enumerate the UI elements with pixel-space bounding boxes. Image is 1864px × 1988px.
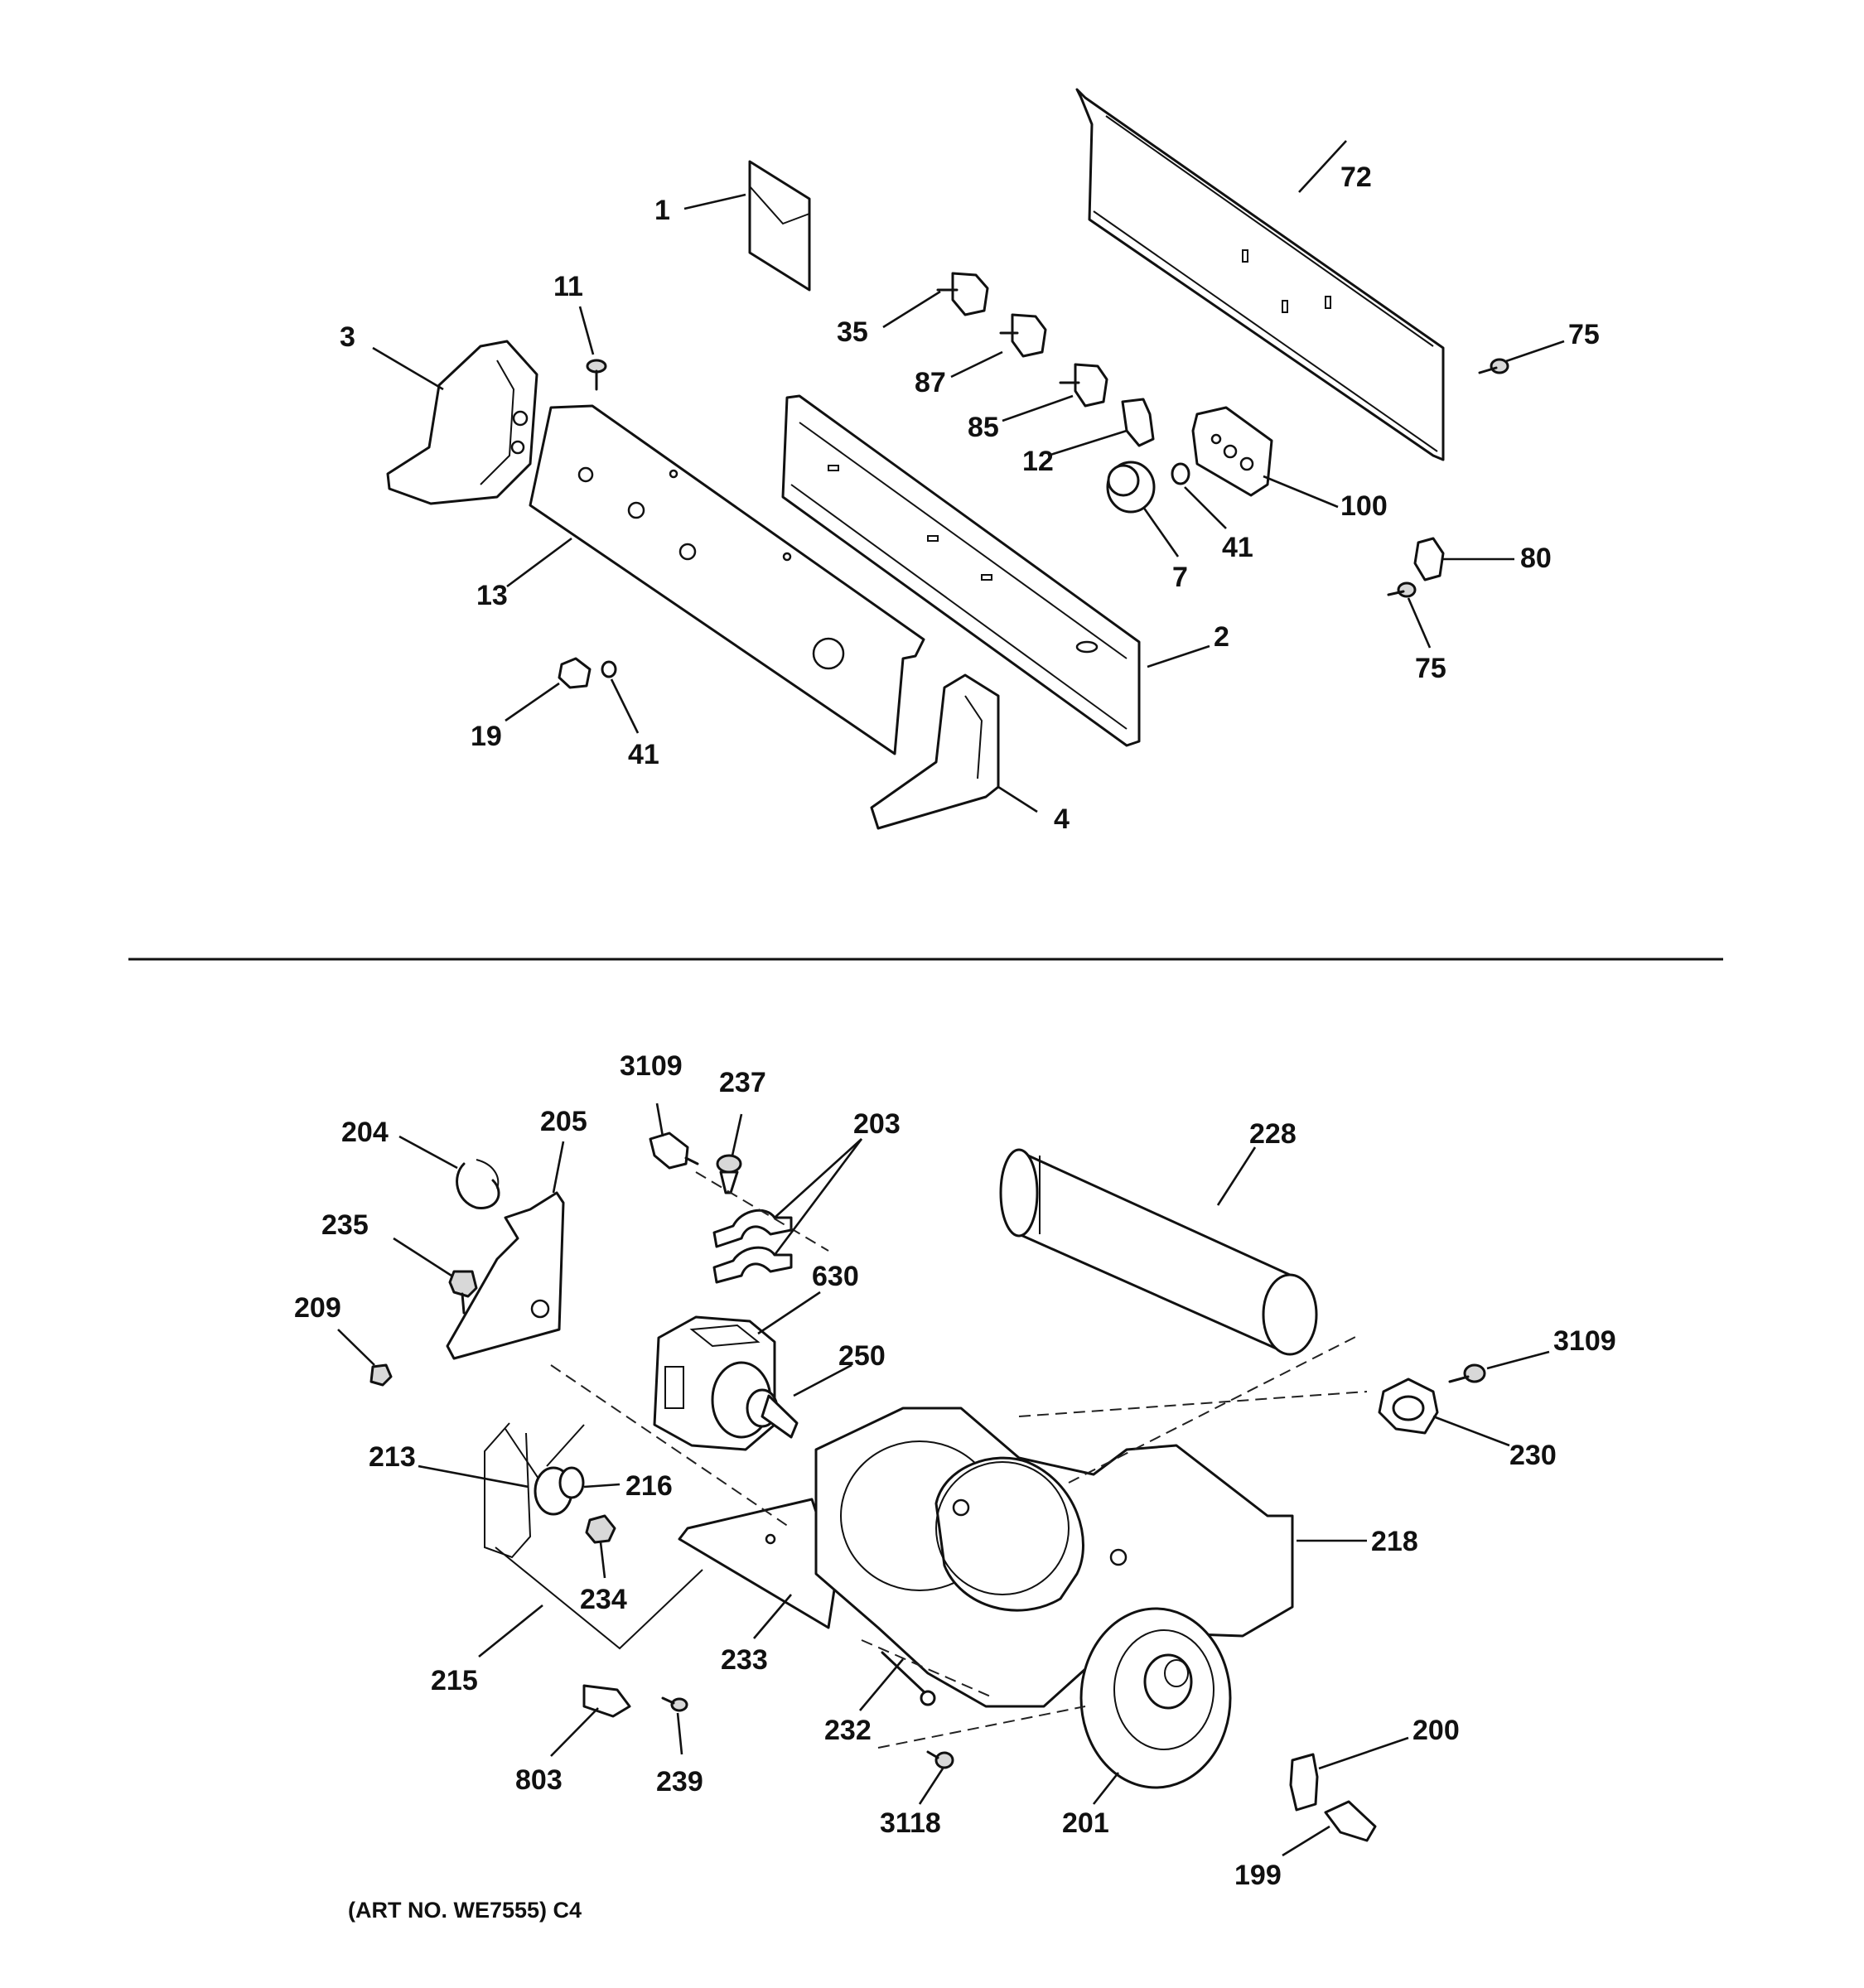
callout-85: 85 bbox=[968, 412, 999, 443]
part-233-base-plate[interactable] bbox=[678, 1498, 838, 1629]
part-19-lens[interactable] bbox=[558, 657, 592, 689]
part-204-clip[interactable] bbox=[456, 1159, 500, 1209]
part-2-console-frame[interactable] bbox=[781, 394, 1141, 747]
upper-callout-labels: 1 72 11 3 35 75 87 85 12 100 13 7 41 80 … bbox=[340, 162, 1600, 835]
callout-209: 209 bbox=[294, 1292, 341, 1324]
part-201-blower-wheel[interactable] bbox=[1079, 1607, 1232, 1789]
callout-200: 200 bbox=[1412, 1715, 1460, 1746]
part-12-bracket[interactable] bbox=[1121, 398, 1155, 447]
callout-100: 100 bbox=[1340, 490, 1388, 522]
part-72-back-panel[interactable] bbox=[1075, 88, 1445, 461]
assembly-dashed-lines bbox=[550, 1171, 1368, 1749]
callout-250: 250 bbox=[838, 1340, 886, 1372]
part-41-clip-left[interactable] bbox=[601, 660, 617, 678]
callout-218: 218 bbox=[1371, 1526, 1418, 1557]
part-250-shaft[interactable] bbox=[746, 1388, 799, 1439]
callout-12: 12 bbox=[1022, 446, 1054, 477]
part-215-idler-rod[interactable] bbox=[495, 1546, 703, 1650]
callout-215: 215 bbox=[431, 1665, 478, 1696]
part-100-timer[interactable] bbox=[1191, 406, 1273, 497]
callout-630: 630 bbox=[812, 1261, 859, 1292]
part-3-left-endcap[interactable] bbox=[386, 340, 538, 505]
callout-213: 213 bbox=[369, 1441, 416, 1473]
callout-3118: 3118 bbox=[880, 1807, 941, 1839]
callout-234: 234 bbox=[580, 1584, 627, 1615]
callout-87: 87 bbox=[915, 367, 946, 398]
part-209-nut[interactable] bbox=[369, 1363, 393, 1387]
part-203-clamp-lower[interactable] bbox=[712, 1246, 793, 1284]
lower-assembly bbox=[337, 1103, 1550, 1857]
callout-230: 230 bbox=[1509, 1440, 1557, 1471]
callout-228: 228 bbox=[1249, 1118, 1297, 1150]
callout-41-left: 41 bbox=[628, 739, 659, 770]
callout-75-top: 75 bbox=[1568, 319, 1600, 350]
callout-3109-left: 3109 bbox=[620, 1050, 683, 1082]
callout-201: 201 bbox=[1062, 1807, 1109, 1839]
part-3118-screw[interactable] bbox=[926, 1750, 954, 1769]
callout-216: 216 bbox=[625, 1470, 673, 1502]
callout-41-right: 41 bbox=[1222, 532, 1253, 563]
callout-75-bottom: 75 bbox=[1415, 653, 1446, 684]
upper-leader-lines bbox=[372, 140, 1565, 813]
part-7-knob[interactable] bbox=[1106, 461, 1156, 514]
callout-4: 4 bbox=[1054, 803, 1070, 835]
part-85-switch[interactable] bbox=[1059, 363, 1108, 408]
part-216-pulley[interactable] bbox=[534, 1424, 585, 1516]
callout-3: 3 bbox=[340, 321, 355, 353]
part-41-clip[interactable] bbox=[1171, 462, 1190, 485]
callout-72: 72 bbox=[1340, 162, 1372, 193]
part-239-screw[interactable] bbox=[661, 1696, 688, 1712]
part-75-screw-lower[interactable] bbox=[1387, 581, 1417, 598]
part-3109-connector[interactable] bbox=[649, 1132, 699, 1170]
callout-7: 7 bbox=[1172, 562, 1188, 593]
part-235-screw[interactable] bbox=[448, 1270, 478, 1315]
part-87-switch[interactable] bbox=[999, 313, 1047, 358]
art-number: (ART NO. WE7555) C4 bbox=[348, 1898, 582, 1923]
callout-1: 1 bbox=[654, 195, 670, 226]
callout-235: 235 bbox=[321, 1209, 369, 1241]
part-13-control-panel[interactable] bbox=[529, 404, 925, 755]
callout-803: 803 bbox=[515, 1764, 563, 1796]
callout-204: 204 bbox=[341, 1117, 389, 1148]
callout-237: 237 bbox=[719, 1067, 766, 1098]
part-199-bolt[interactable] bbox=[1324, 1800, 1377, 1842]
callout-232: 232 bbox=[824, 1715, 872, 1746]
part-803-switch[interactable] bbox=[582, 1684, 631, 1718]
lower-leader-lines bbox=[337, 1103, 1550, 1857]
callout-239: 239 bbox=[656, 1766, 703, 1797]
callout-205: 205 bbox=[540, 1106, 587, 1137]
lower-callout-labels: 3109 237 204 205 203 228 235 630 209 310… bbox=[294, 1050, 1616, 1891]
callout-35: 35 bbox=[837, 316, 868, 348]
part-232-bolt[interactable] bbox=[881, 1651, 936, 1706]
upper-assembly bbox=[372, 88, 1565, 830]
callout-80: 80 bbox=[1520, 543, 1552, 574]
callout-199: 199 bbox=[1234, 1860, 1282, 1891]
part-228-duct[interactable] bbox=[999, 1148, 1318, 1356]
part-3109-screw-right[interactable] bbox=[1448, 1363, 1486, 1383]
part-4-right-endcap[interactable] bbox=[870, 673, 1000, 830]
part-75-screw-upper[interactable] bbox=[1478, 358, 1509, 374]
callout-203: 203 bbox=[853, 1108, 901, 1140]
part-203-clamp-upper[interactable] bbox=[712, 1209, 793, 1248]
part-80-clip[interactable] bbox=[1413, 537, 1445, 581]
callout-11: 11 bbox=[553, 271, 583, 302]
part-230-thermostat[interactable] bbox=[1378, 1378, 1439, 1435]
callout-2: 2 bbox=[1214, 621, 1229, 653]
part-35-switch[interactable] bbox=[936, 272, 989, 316]
callout-3109-right: 3109 bbox=[1553, 1325, 1616, 1357]
part-630-motor[interactable] bbox=[653, 1315, 776, 1451]
callout-233: 233 bbox=[721, 1644, 768, 1676]
callout-19: 19 bbox=[471, 721, 502, 752]
part-11-screw[interactable] bbox=[586, 359, 607, 391]
part-1-manual-envelope[interactable] bbox=[748, 160, 811, 292]
callout-13: 13 bbox=[476, 580, 508, 611]
part-200-bracket[interactable] bbox=[1289, 1753, 1319, 1812]
part-205-bracket[interactable] bbox=[446, 1191, 565, 1360]
part-234-nut[interactable] bbox=[585, 1514, 616, 1544]
